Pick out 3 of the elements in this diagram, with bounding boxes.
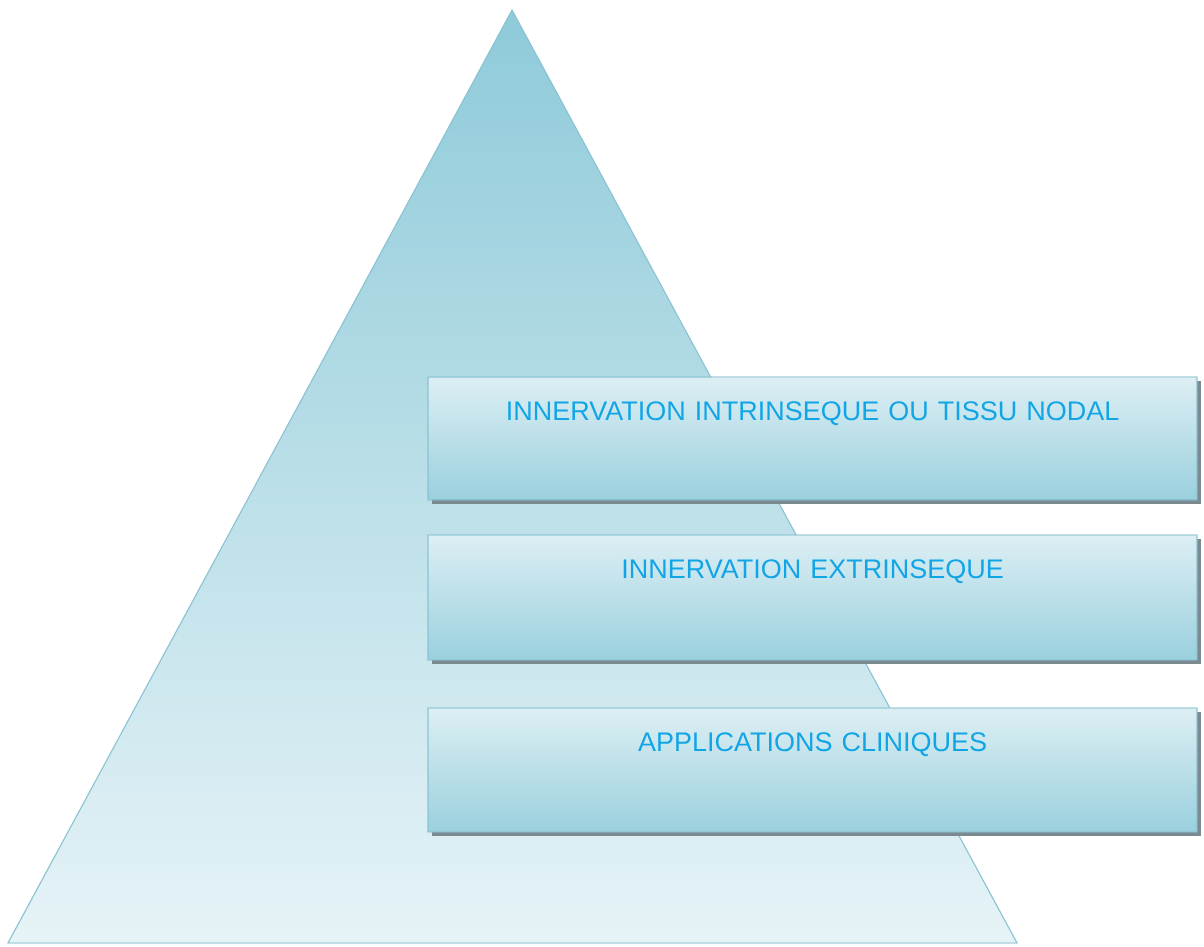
label-box: INNERVATION EXTRINSEQUE	[427, 534, 1201, 664]
label-box: APPLICATIONS CLINIQUES	[427, 707, 1201, 836]
label-box: INNERVATION INTRINSEQUE OU TISSU NODAL	[427, 376, 1201, 504]
